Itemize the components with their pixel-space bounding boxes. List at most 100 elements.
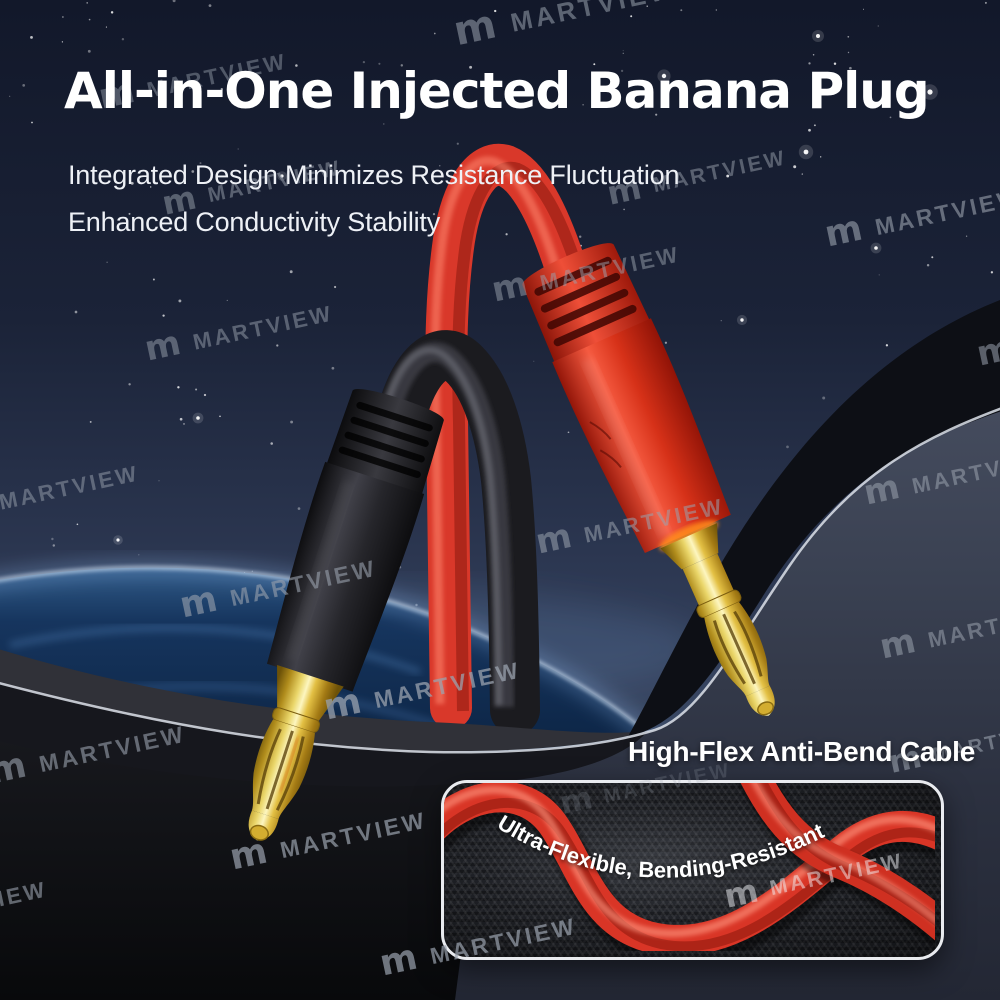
star [877,25,879,27]
star [62,16,64,18]
star [849,66,852,70]
star [439,165,441,167]
star [89,420,92,423]
star [870,242,882,254]
star [926,264,930,267]
star [177,386,180,389]
star [110,11,114,14]
inset-panel: Ultra-Flexible, Bending-Resistant [441,780,944,960]
star [456,142,459,145]
star [172,0,176,3]
star [833,62,837,65]
star [533,360,535,362]
star [31,121,33,124]
star [277,171,287,181]
star [622,50,624,52]
star [878,274,880,276]
star [178,299,182,303]
star [863,8,864,10]
star [494,9,497,13]
star [680,9,683,12]
star [808,128,811,132]
star [812,30,824,42]
star [657,69,671,83]
star [720,320,722,322]
star [86,2,89,4]
star [813,124,816,127]
subtitle-line-2: Enhanced Conductivity Stability [68,207,441,237]
star [220,88,223,91]
star [9,95,11,97]
rim-inner-face [0,683,648,788]
star [804,151,807,154]
star [149,186,152,188]
star [195,388,198,391]
star [199,162,202,165]
star [383,123,385,125]
star [162,314,165,317]
star [567,431,570,434]
floor-surface [0,741,475,1000]
star [847,35,850,38]
star [226,299,228,301]
star [331,366,335,370]
star [801,173,803,175]
star [113,535,123,545]
star [138,554,140,556]
star [984,1,987,4]
star [630,15,633,18]
star [208,4,212,7]
star [990,271,994,274]
star [889,116,892,119]
star [874,246,878,250]
subtitle-line-1: Integrated Design Minimizes Resistance F… [68,160,680,190]
star [121,38,125,41]
star [593,63,596,66]
star [965,235,968,237]
star [128,212,131,215]
star [106,261,108,263]
star [793,165,797,169]
star [295,64,298,67]
star [816,34,820,38]
star [237,148,239,150]
star [276,344,279,347]
star [922,84,938,100]
star [812,54,815,56]
star [432,213,436,216]
star [130,181,134,185]
gold-plated-tip [659,520,775,716]
gold-plated-tip [248,664,344,841]
plug-body [266,461,425,692]
star [661,73,667,79]
star [847,51,850,54]
star [61,41,64,43]
star [808,62,811,65]
star [87,49,91,53]
star [578,235,582,238]
star [582,104,584,106]
star [622,52,624,54]
star [297,507,301,510]
star [280,174,284,178]
star [740,318,744,322]
star [290,420,294,424]
star [433,32,436,35]
star [196,416,200,420]
star [736,314,748,326]
star [203,393,207,397]
star [655,113,658,116]
star [469,65,473,69]
star [219,415,221,418]
red-banana-plug [522,243,775,716]
star [822,396,826,400]
star [289,270,293,274]
star [400,64,404,67]
strain-relief-cap [326,389,444,496]
star [30,36,33,39]
inset-cable-photo: Ultra-Flexible, Bending-Resistant [444,783,935,951]
star [623,208,625,211]
star [74,310,78,314]
black-banana-plug [248,389,444,841]
